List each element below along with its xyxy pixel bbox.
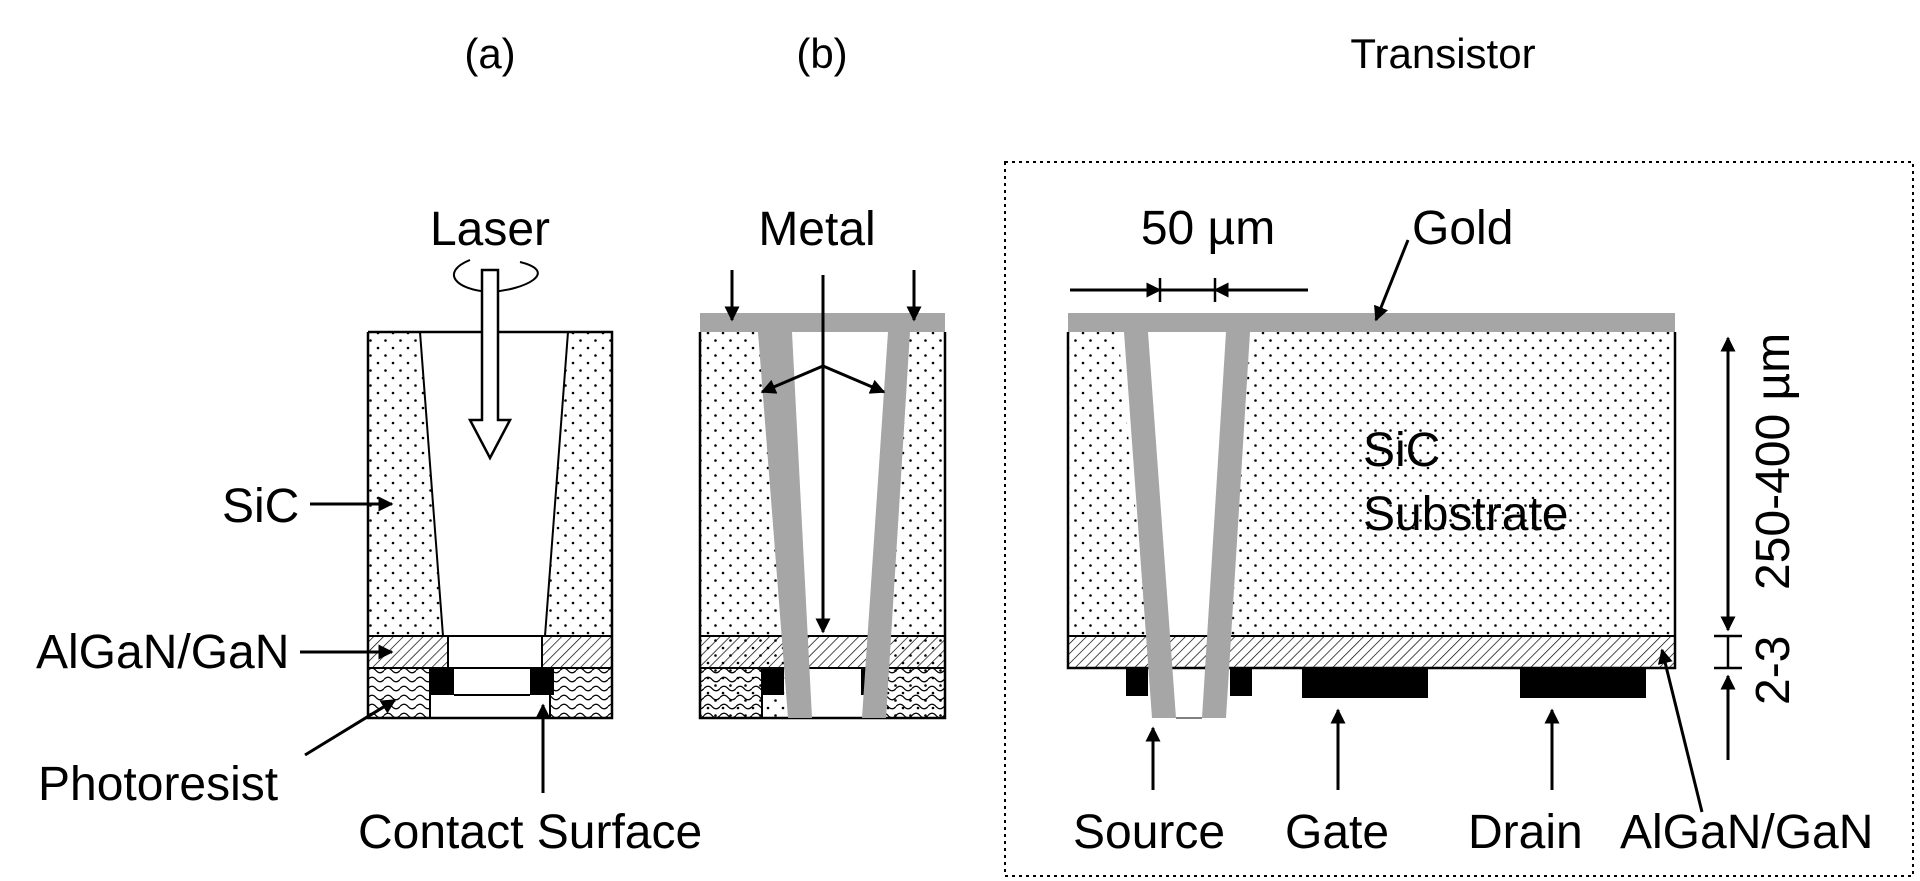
drain-electrode (1520, 668, 1646, 698)
panel-a-cross-section (366, 259, 614, 720)
laser-label: Laser (430, 203, 550, 256)
metal-coating (700, 313, 945, 718)
gate-electrode (1302, 668, 1428, 698)
metal-label: Metal (758, 203, 875, 256)
gold-layer (1068, 313, 1675, 718)
transistor-dotted-frame (1004, 161, 1914, 877)
substrate-label-line1: SiC (1363, 424, 1440, 477)
layer-thickness-label: 2-3 (1747, 636, 1800, 705)
photoresist-pointer-arrow (304, 698, 397, 757)
sic-label: SiC (222, 480, 299, 533)
contact-surface-label: Contact Surface (358, 806, 702, 859)
sic-left-block (368, 332, 443, 636)
contact-pad-right (530, 668, 554, 695)
sic-right-block (545, 332, 612, 636)
gate-label: Gate (1285, 806, 1389, 859)
laser-beam-arrow-icon (467, 268, 513, 461)
contact-pad-left (430, 668, 454, 695)
panel-a-outline (366, 330, 614, 720)
photoresist-right (549, 667, 613, 719)
algan-gan-layer-b (699, 635, 946, 669)
panel-b-cross-section (698, 270, 947, 720)
photoresist-label: Photoresist (38, 758, 278, 811)
sic-substrate (1226, 332, 1675, 636)
gold-label: Gold (1412, 202, 1513, 255)
via-width-label: 50 µm (1141, 202, 1275, 255)
transistor-cross-section (1066, 239, 1742, 813)
panel-b-title: (b) (796, 30, 847, 77)
algan-gan-label-a: AlGaN/GaN (36, 626, 289, 679)
substrate-thickness-label: 250-400 µm (1747, 333, 1800, 590)
substrate-label-line2: Substrate (1363, 488, 1568, 541)
panel-a-title: (a) (464, 30, 515, 77)
source-label: Source (1073, 806, 1225, 859)
transistor-panel-title: Transistor (1350, 30, 1535, 77)
drain-label: Drain (1468, 806, 1583, 859)
algan-gan-label-transistor: AlGaN/GaN (1620, 806, 1873, 859)
